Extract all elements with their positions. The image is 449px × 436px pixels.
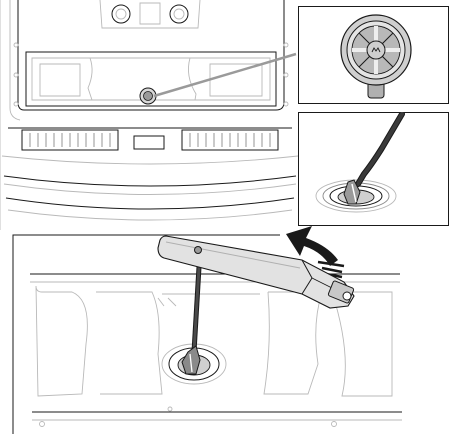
jack-tool-icon <box>343 112 405 205</box>
vehicle-rear-overview <box>0 0 300 232</box>
lug-wrench-icon <box>157 235 355 309</box>
plug-cover-closeup <box>298 6 449 104</box>
plug-cover-icon <box>139 87 157 105</box>
main-tool-in-hole <box>12 234 436 434</box>
tool-in-hole-closeup <box>298 112 449 226</box>
main-tool-drawing <box>12 234 402 434</box>
detail-tool-in-hole <box>298 112 449 226</box>
detail-plug-cover <box>298 6 449 104</box>
jack-tool-icon <box>181 249 203 375</box>
plug-cover-large-icon <box>340 14 412 99</box>
leader-line <box>153 52 297 98</box>
vehicle-rear-drawing <box>0 0 299 230</box>
